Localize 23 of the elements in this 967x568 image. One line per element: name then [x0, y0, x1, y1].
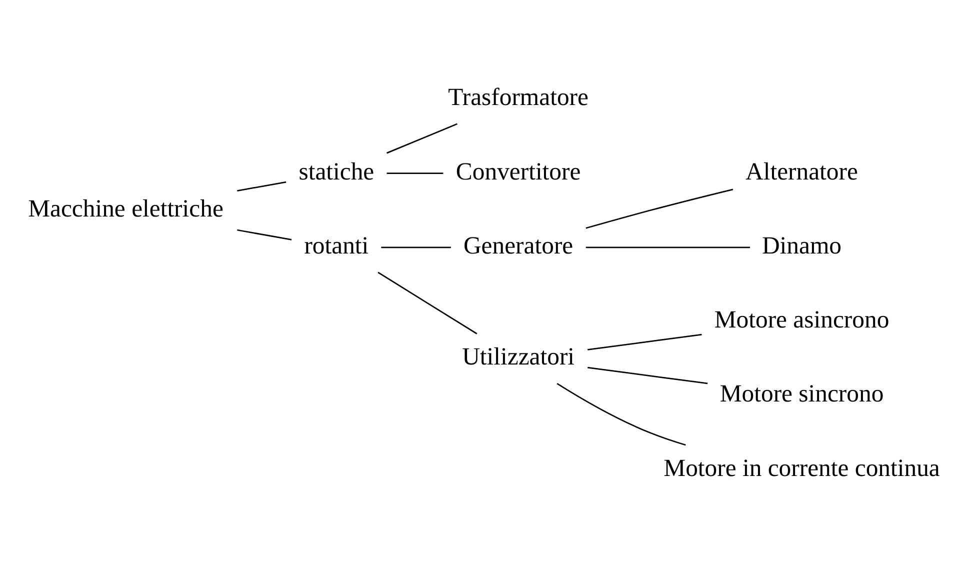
node-text: Generatore [462, 232, 573, 259]
connector [386, 122, 457, 154]
node-text: Macchine elettriche [28, 194, 223, 222]
connector [377, 271, 477, 334]
connector [585, 188, 733, 228]
node-text: rotanti [304, 232, 368, 259]
connector [236, 228, 292, 240]
connector [587, 366, 708, 384]
connector [380, 246, 450, 248]
node-text: Trasformatore [448, 84, 588, 111]
node-text: Motore sincrono [719, 380, 884, 408]
connector [386, 172, 443, 174]
connector [587, 333, 702, 350]
node-text: Motore in corrente continua [663, 454, 940, 482]
node-text: Convertitore [455, 158, 580, 185]
node-text: Dinamo [761, 232, 842, 259]
node-text: Motore asincrono [714, 306, 889, 334]
node-text: Alternatore [745, 158, 858, 185]
node-text: statiche [298, 158, 374, 185]
connector [236, 180, 286, 191]
connector [556, 382, 686, 446]
node-text: Utilizzatori [462, 343, 574, 370]
connector [585, 246, 750, 248]
